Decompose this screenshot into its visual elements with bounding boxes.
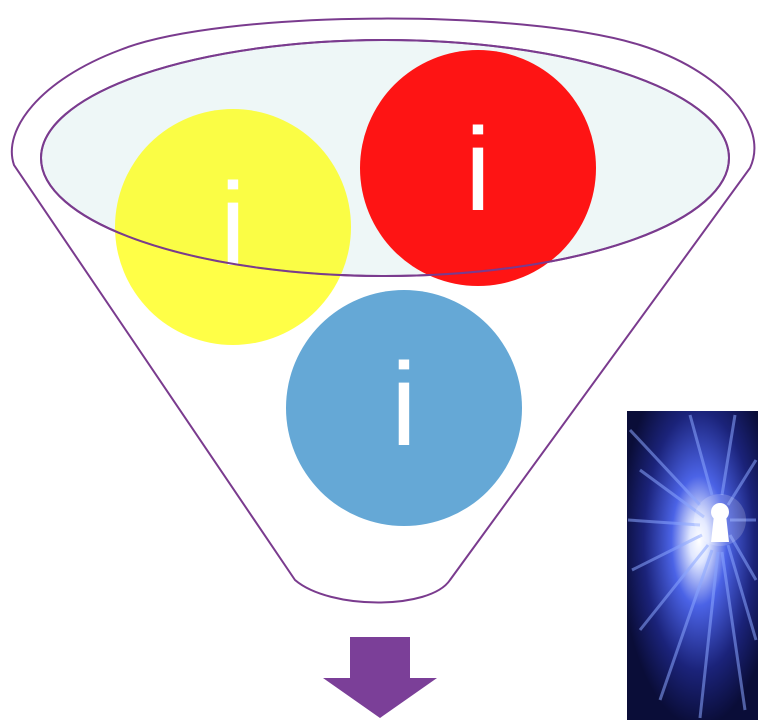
red-info-circle: i: [360, 50, 596, 286]
yellow-circle-label: i: [220, 159, 246, 291]
keyhole-photo: [627, 411, 758, 720]
yellow-info-circle: i: [115, 109, 351, 345]
red-circle-label: i: [465, 104, 491, 236]
arrow-down-icon: [323, 637, 437, 718]
blue-circle-label: i: [391, 339, 417, 471]
blue-info-circle: i: [286, 290, 522, 526]
